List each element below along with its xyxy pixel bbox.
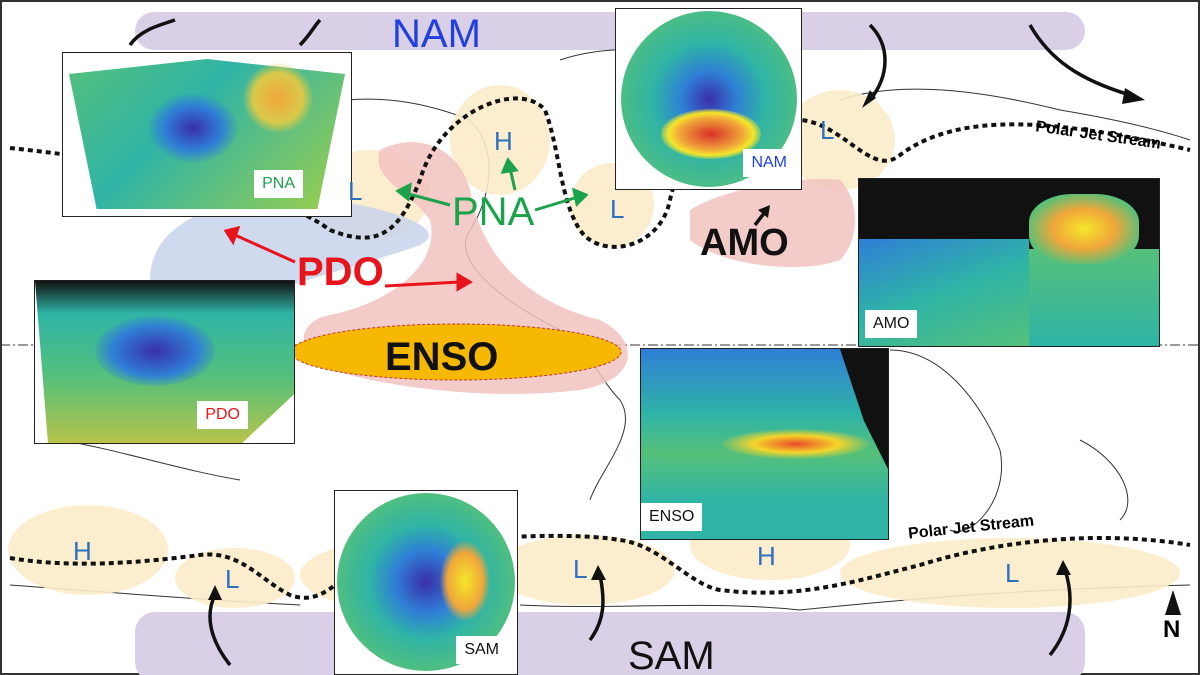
north-jet-stream — [9, 96, 1191, 249]
nam-label: NAM — [392, 12, 481, 56]
enso-inset: ENSO — [640, 348, 889, 540]
amo-region — [690, 179, 855, 268]
nam-band — [135, 12, 1085, 50]
sam-inset: SAM — [334, 490, 518, 675]
amo-inset-label: AMO — [865, 310, 918, 338]
high-south-1: H — [73, 536, 92, 566]
nam-inset-label: NAM — [743, 149, 795, 177]
amo-label: AMO — [700, 222, 789, 264]
low-south-1: L — [225, 564, 240, 594]
sam-inset-label: SAM — [456, 636, 507, 664]
high-south-2: H — [757, 541, 776, 571]
low-south-2: L — [573, 554, 588, 584]
pna-label: PNA — [452, 190, 535, 234]
pdo-inset-label: PDO — [197, 401, 248, 429]
north-label: N — [1163, 616, 1181, 643]
north-arrow-icon — [1165, 590, 1181, 615]
pna-arrows — [395, 157, 589, 212]
pna-inset-label: PNA — [254, 170, 303, 198]
pna-inset: PNA — [62, 52, 352, 217]
low-south-3: L — [1005, 558, 1020, 588]
low-pna-east: L — [610, 194, 625, 224]
pdo-arrows — [223, 225, 473, 292]
sam-label: SAM — [628, 634, 715, 675]
low-north-atlantic: L — [820, 115, 835, 145]
jet-streams — [9, 96, 1191, 600]
pdo-label: PDO — [297, 250, 384, 294]
sam-band — [135, 612, 1085, 675]
high-pna: H — [494, 126, 513, 156]
pdo-inset: PDO — [34, 280, 295, 444]
south-jet-stream — [9, 533, 1191, 600]
enso-inset-label: ENSO — [641, 503, 703, 531]
amo-inset: AMO — [858, 178, 1160, 347]
low-pna-west: L — [348, 176, 363, 206]
nam-inset: NAM — [615, 8, 802, 190]
enso-label: ENSO — [385, 335, 499, 379]
flow-arrows — [128, 18, 1131, 667]
